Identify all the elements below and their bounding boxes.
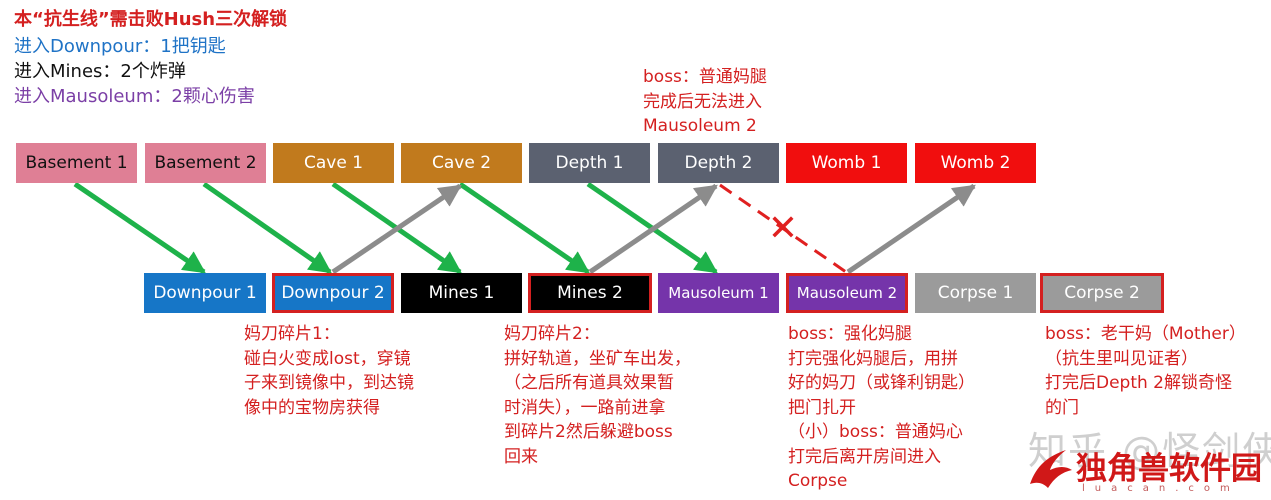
- unicorn-logo-icon: [1030, 450, 1072, 488]
- header-mines-req: 进入Mines：2个炸弹: [14, 61, 186, 82]
- node-depth-1: Depth 1: [529, 143, 650, 183]
- node-mausoleum-1: Mausoleum 1: [658, 273, 779, 313]
- header-mausoleum-req: 进入Mausoleum：2颗心伤害: [14, 86, 255, 107]
- arrow-basement2-downpour2: [202, 181, 332, 275]
- node-womb-1: Womb 1: [786, 143, 907, 183]
- watermark-zhihu: 知乎 @怪剑侠: [1028, 429, 1271, 473]
- node-downpour-1: Downpour 1: [144, 273, 266, 313]
- note-mines2: 妈刀碎片2： 拼好轨道，坐矿车出发， （之后所有道具效果暂 时消失），一路前进拿…: [504, 324, 691, 467]
- node-downpour-2: Downpour 2: [272, 273, 394, 313]
- node-depth-2: Depth 2: [658, 143, 779, 183]
- node-corpse-1: Corpse 1: [915, 273, 1036, 313]
- node-cave-2: Cave 2: [401, 143, 522, 183]
- node-mines-2: Mines 2: [528, 273, 652, 313]
- note-mausoleum2: boss：强化妈腿 打完强化妈腿后，用拼 好的妈刀（或锋利钥匙） 把门扎开 （小…: [788, 324, 975, 491]
- header-downpour-req: 进入Downpour：1把钥匙: [14, 36, 226, 57]
- node-womb-2: Womb 2: [915, 143, 1036, 183]
- watermark-logo-sub: luacan.com: [1082, 483, 1240, 494]
- note-corpse2: boss：老干妈（Mother） （抗生里叫见证者） 打完后Depth 2解锁奇…: [1045, 324, 1246, 418]
- arrow-mausoleum2-womb2: [846, 183, 976, 275]
- blocked-x-mark: ✕: [768, 208, 798, 249]
- note-downpour2: 妈刀碎片1： 碰白火变成lost，穿镜 子来到镜像中，到达镜 像中的宝物房获得: [244, 324, 414, 418]
- arrow-basement1-downpour1: [73, 181, 206, 275]
- node-mausoleum-2: Mausoleum 2: [786, 273, 908, 313]
- watermark-logo-title: 独角兽软件园: [1076, 451, 1262, 487]
- arrow-mines2-depth2: [588, 183, 718, 275]
- note-depth2-boss: boss：普通妈腿 完成后无法进入 Mausoleum 2: [643, 67, 767, 136]
- node-mines-1: Mines 1: [401, 273, 522, 313]
- arrow-cave2-mines2: [458, 181, 590, 275]
- node-cave-1: Cave 1: [273, 143, 394, 183]
- node-basement-2: Basement 2: [145, 143, 266, 183]
- node-corpse-2: Corpse 2: [1040, 273, 1164, 313]
- node-basement-1: Basement 1: [16, 143, 137, 183]
- header-title: 本“抗生线”需击败Hush三次解锁: [14, 9, 288, 30]
- arrow-downpour2-cave2: [331, 183, 462, 275]
- blocked-path-depth2-mausoleum2: [719, 183, 847, 274]
